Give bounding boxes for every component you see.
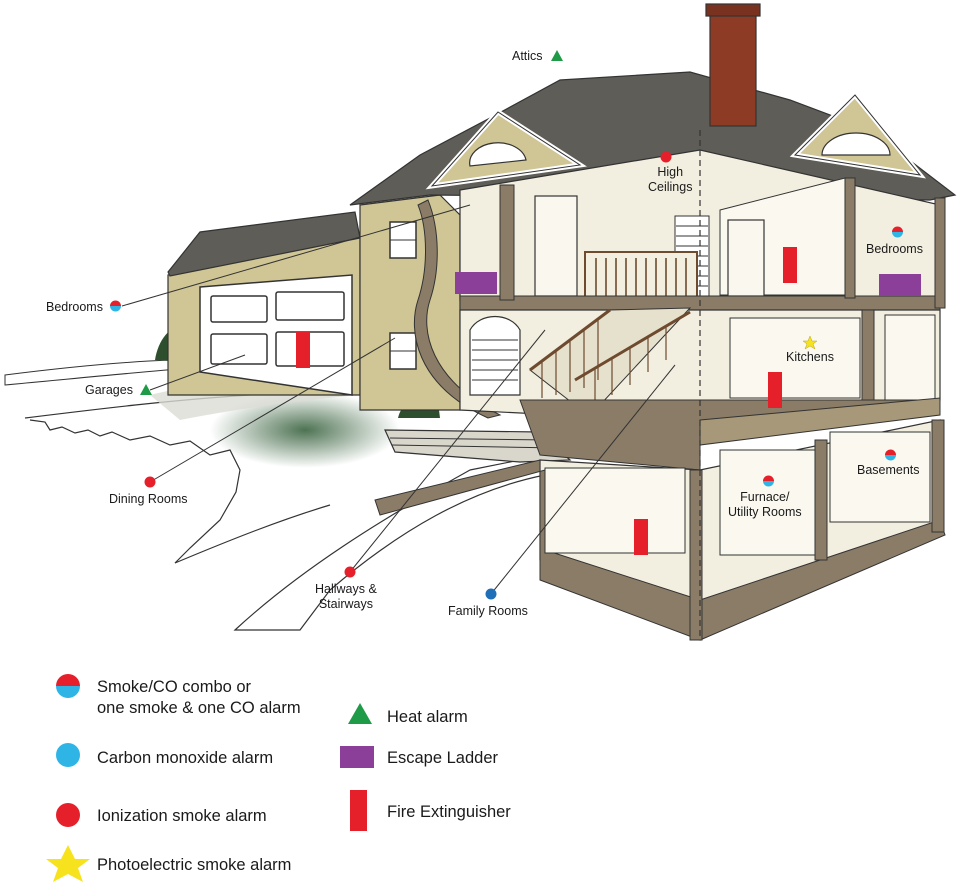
label-high-ceilings: High Ceilings xyxy=(648,165,692,195)
label-kitchens: Kitchens xyxy=(786,350,834,364)
legend-extinguisher-icon xyxy=(350,790,367,831)
legend-combo: Smoke/CO combo or one smoke & one CO ala… xyxy=(97,677,301,719)
extinguisher-garage-icon xyxy=(296,332,310,368)
legend-co: Carbon monoxide alarm xyxy=(97,749,274,767)
label-garages: Garages xyxy=(85,383,133,397)
scene-markers xyxy=(110,50,921,600)
label-basements: Basements xyxy=(857,463,920,477)
lawn-shadow xyxy=(210,392,400,468)
kitchen-photo-icon xyxy=(802,335,818,350)
attic-heat-icon xyxy=(551,50,563,61)
label-bedrooms-upper: Bedrooms xyxy=(866,242,923,256)
extinguisher-upper-icon xyxy=(783,247,797,283)
label-attics: Attics xyxy=(512,49,543,63)
basement-combo-icon xyxy=(885,449,896,461)
leader-lines xyxy=(121,204,676,595)
label-hallways-line2: Stairways xyxy=(318,597,373,611)
label-dining-rooms: Dining Rooms xyxy=(109,492,188,506)
legend-co-icon xyxy=(56,743,80,767)
extinguisher-kitchen-icon xyxy=(768,372,782,408)
label-family-rooms: Family Rooms xyxy=(448,604,528,618)
legend-photo-icon xyxy=(46,845,90,882)
ladder-upper-right-icon xyxy=(879,274,921,296)
legend-icons xyxy=(46,674,374,882)
legend-ionization-icon xyxy=(56,803,80,827)
legend-heat-icon xyxy=(348,703,372,724)
label-high-ceilings-line1: High xyxy=(657,165,684,179)
family-co-icon xyxy=(485,588,497,600)
high-ceilings-ion-icon xyxy=(660,151,672,163)
legend-ladder-icon xyxy=(340,746,374,768)
bedrooms-left-combo-icon xyxy=(110,300,121,312)
legend-heat: Heat alarm xyxy=(387,708,468,726)
house-front xyxy=(359,194,502,419)
dining-ion-icon xyxy=(144,476,156,488)
label-high-ceilings-line2: Ceilings xyxy=(648,180,693,194)
legend-combo-line2: one smoke & one CO alarm xyxy=(97,699,301,717)
front-steps xyxy=(384,429,572,463)
label-bedrooms-left: Bedrooms xyxy=(46,300,103,314)
attic-vent-right xyxy=(821,132,891,156)
legend-ionization: Ionization smoke alarm xyxy=(97,807,267,825)
hallway-ion-icon xyxy=(344,566,356,578)
label-hallways-line1: Hallways & xyxy=(315,582,377,596)
extinguisher-basement-icon xyxy=(634,519,648,555)
bedrooms-upper-combo-icon xyxy=(892,226,903,238)
legend-extinguisher: Fire Extinguisher xyxy=(387,803,511,821)
garage xyxy=(167,211,361,396)
house-cutaway xyxy=(374,130,946,641)
ladder-upper-left-icon xyxy=(455,272,497,294)
legend-combo-icon xyxy=(56,674,80,698)
legend-ladder: Escape Ladder xyxy=(387,749,498,767)
roof xyxy=(349,3,957,206)
garage-heat-icon xyxy=(140,384,152,395)
legend-combo-line1: Smoke/CO combo or xyxy=(97,678,252,696)
attic-vent-left xyxy=(469,142,527,167)
label-furnace-line1: Furnace/ xyxy=(740,490,790,504)
legend-photoelectric: Photoelectric smoke alarm xyxy=(97,856,292,874)
label-furnace-line2: Utility Rooms xyxy=(728,505,802,519)
chimney xyxy=(709,5,757,127)
label-hallways: Hallways & Stairways xyxy=(315,582,377,612)
furnace-combo-icon xyxy=(763,475,774,487)
label-furnace: Furnace/ Utility Rooms xyxy=(728,490,802,520)
